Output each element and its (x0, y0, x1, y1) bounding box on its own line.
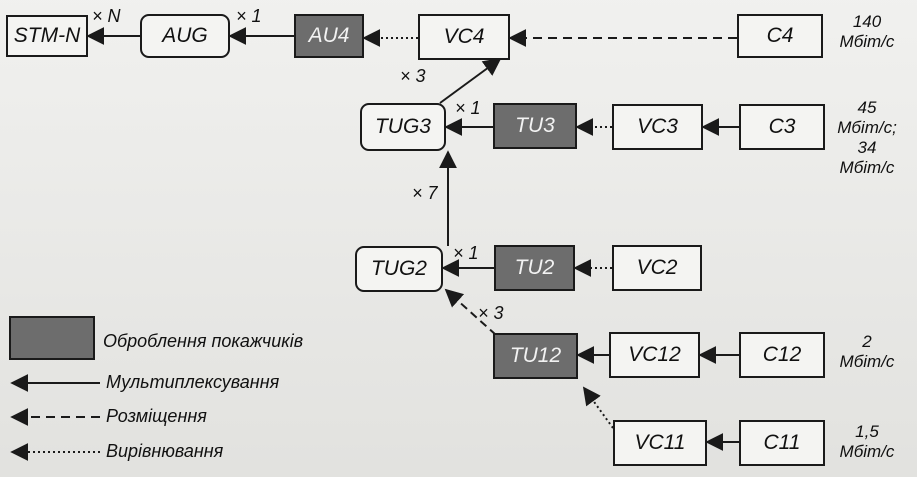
vc11-box: VC11 (613, 420, 707, 466)
legend-label-multiplexing: Мультиплексування (106, 372, 280, 392)
rate-c12: 2 Мбіт/с (832, 332, 902, 372)
c3-box: C3 (739, 104, 825, 150)
rate-c3-value-2: 34 (857, 138, 877, 157)
multiplier-tu3-tug3: × 1 (455, 98, 481, 118)
c12-box: C12 (739, 332, 825, 378)
aug-box: AUG (140, 14, 230, 58)
stmn-box: STM-N (6, 15, 88, 57)
au4-box: AU4 (294, 14, 364, 58)
rate-c3-unit-1: Мбіт/с; (837, 118, 897, 137)
vc12-box: VC12 (609, 332, 700, 378)
legend-swatch-pointer-processing (9, 316, 95, 360)
rate-c11-unit: Мбіт/с (839, 442, 895, 461)
rate-c3-value-1: 45 (857, 98, 877, 117)
tug2-box: TUG2 (355, 246, 443, 292)
arrow-vc11-to-tu12 (582, 386, 614, 429)
multiplier-aug-stmn: × N (92, 6, 121, 26)
multiplier-tug3-vc4: × 3 (400, 66, 426, 86)
legend-label-pointer-processing: Оброблення покажчиків (103, 331, 304, 351)
rate-c4-unit: Мбіт/с (839, 32, 895, 51)
rate-c11-value: 1,5 (855, 422, 879, 441)
rate-c3-unit-2: Мбіт/с (839, 158, 895, 177)
rate-c12-value: 2 (862, 332, 872, 351)
multiplier-au4-aug: × 1 (236, 6, 262, 26)
tu2-box: TU2 (494, 245, 575, 291)
arrow-tu12-to-tug2 (444, 288, 497, 336)
tug3-box: TUG3 (360, 103, 446, 151)
legend-label-alignment: Вирівнювання (106, 441, 224, 461)
vc3-box: VC3 (612, 104, 703, 150)
rate-c12-unit: Мбіт/с (839, 352, 895, 371)
tu12-box: TU12 (493, 333, 578, 379)
arrow-tug3-to-vc4 (439, 57, 502, 104)
c4-box: C4 (737, 14, 823, 58)
rate-c11: 1,5 Мбіт/с (832, 422, 902, 462)
rate-c4: 140 Мбіт/с (832, 12, 902, 52)
multiplier-tug2-tug3: × 7 (412, 183, 438, 203)
vc2-box: VC2 (612, 245, 702, 291)
multiplier-tu12-tug2: × 3 (478, 303, 504, 323)
rate-c3: 45 Мбіт/с; 34 Мбіт/с (832, 98, 902, 178)
rate-c4-value: 140 (852, 12, 882, 31)
legend-label-mapping: Розміщення (106, 406, 207, 426)
tu3-box: TU3 (493, 103, 577, 149)
vc4-box: VC4 (418, 14, 510, 60)
c11-box: C11 (739, 420, 825, 466)
multiplier-tu2-tug2: × 1 (453, 243, 479, 263)
